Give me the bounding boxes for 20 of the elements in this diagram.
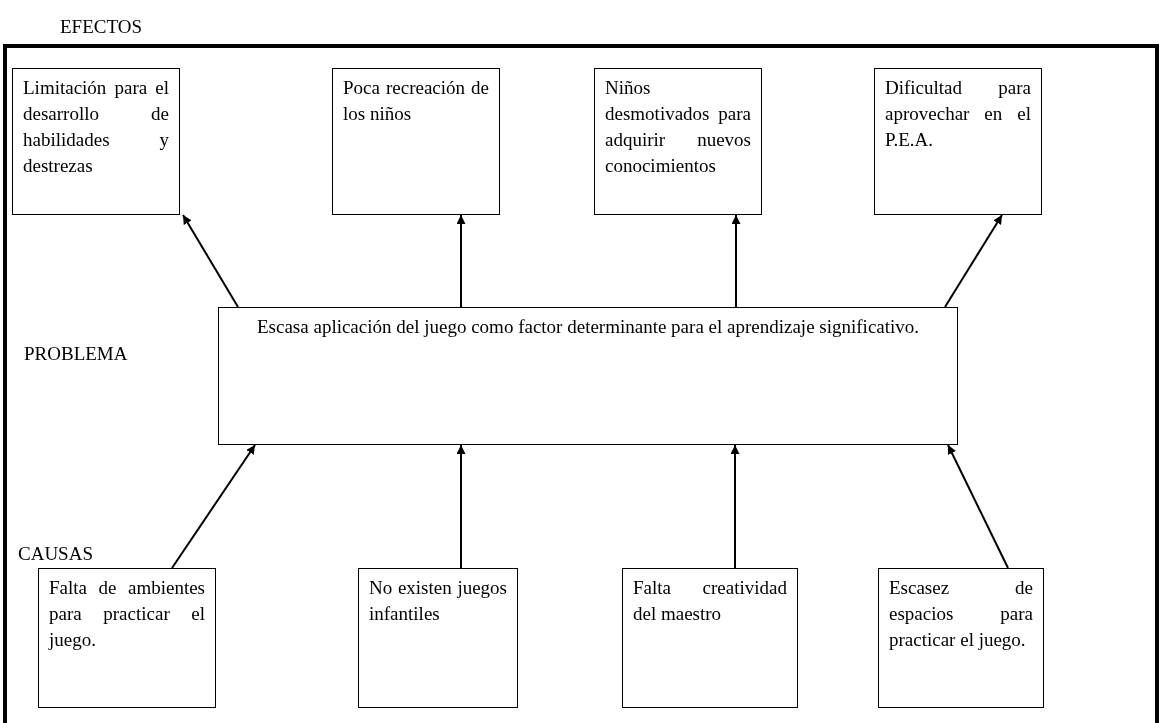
arrow xyxy=(456,214,466,308)
cause-box: Falta de ambientes para practicar el juego. xyxy=(38,568,216,708)
arrow xyxy=(944,214,1003,308)
arrow xyxy=(182,214,239,308)
effect-box: Poca recreación de los niños xyxy=(332,68,500,215)
cause-box: No existen juegos infantiles xyxy=(358,568,518,708)
section-label: CAUSAS xyxy=(18,543,93,565)
arrow xyxy=(730,444,740,569)
arrow xyxy=(456,444,466,569)
arrow xyxy=(947,444,1009,569)
cause-box: Falta creatividad del maestro xyxy=(622,568,798,708)
arrow xyxy=(171,444,256,569)
effect-box: Niños desmotivados para adquirir nuevos conocimientos xyxy=(594,68,762,215)
cause-box: Escasez de espacios para practicar el juego. xyxy=(878,568,1044,708)
effect-box: Dificultad para aprovechar en el P.E.A. xyxy=(874,68,1042,215)
section-label: EFECTOS xyxy=(60,16,142,38)
arrow xyxy=(731,214,741,308)
effect-box: Limitación para el desarrollo de habilidades y destrezas xyxy=(12,68,180,215)
section-label: PROBLEMA xyxy=(24,343,128,365)
problem-box: Escasa aplicación del juego como factor determinante para el aprendizaje significativo. xyxy=(218,307,958,445)
